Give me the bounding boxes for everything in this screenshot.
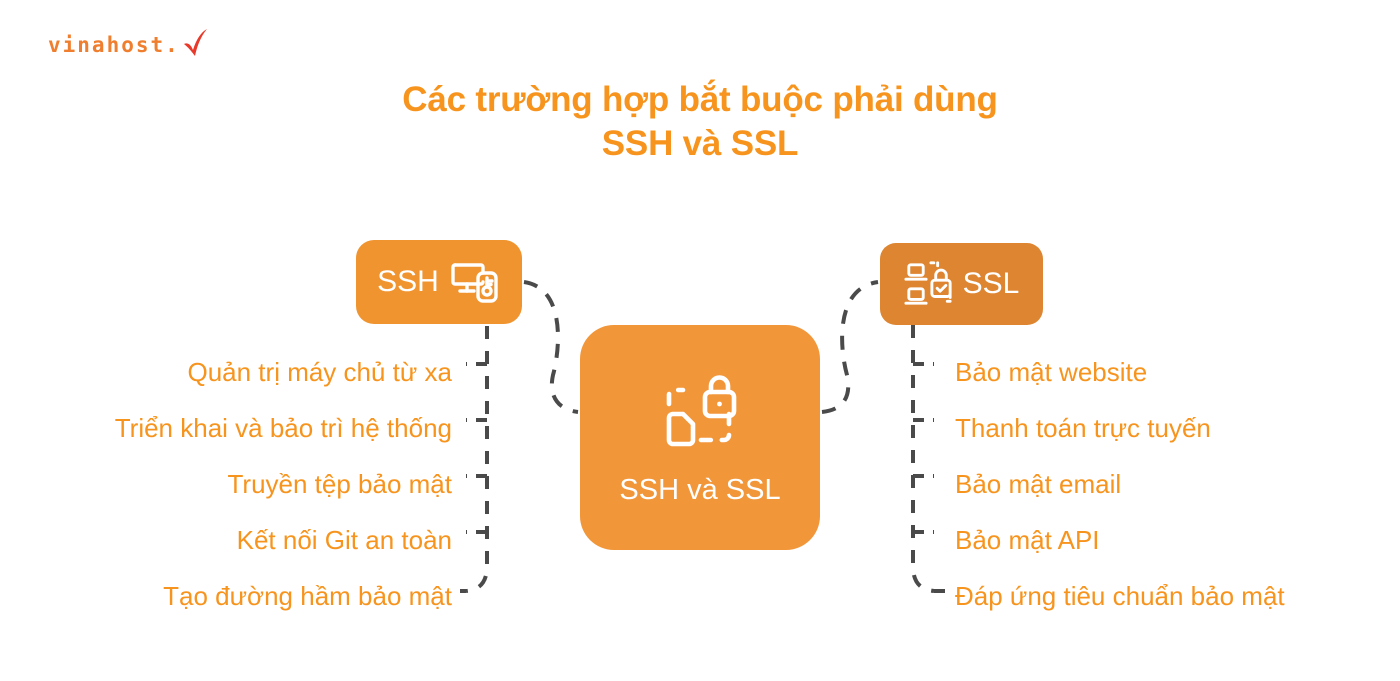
logo-wordmark: vinahost. xyxy=(48,33,180,57)
laptops-padlock-check-icon xyxy=(904,259,954,309)
list-item[interactable]: Thanh toán trực tuyến xyxy=(955,413,1211,443)
monitor-key-card-icon xyxy=(449,256,501,308)
connector-center-to-ssl xyxy=(821,280,879,414)
brand-logo: vinahost. xyxy=(48,26,210,56)
page-title-line-1: Các trường hợp bắt buộc phải dùng xyxy=(402,80,998,119)
list-item[interactable]: Quản trị máy chủ từ xa xyxy=(187,357,452,387)
list-item[interactable]: Kết nối Git an toàn xyxy=(236,525,452,555)
connector-ssh-to-center xyxy=(523,280,579,414)
list-item[interactable]: Bảo mật API xyxy=(955,525,1100,555)
check-mark-icon xyxy=(182,28,210,58)
document-lock-scan-icon xyxy=(655,370,745,460)
node-ssl-label: SSL xyxy=(962,267,1020,300)
leaf-list-ssl: Bảo mật website Thanh toán trực tuyến Bả… xyxy=(955,344,1385,624)
node-ssh[interactable]: SSH xyxy=(356,240,522,324)
leaf-list-ssh: Quản trị máy chủ từ xa Triển khai và bảo… xyxy=(0,344,452,624)
list-item[interactable]: Bảo mật website xyxy=(955,357,1148,387)
node-ssh-label: SSH xyxy=(377,265,439,298)
list-item[interactable]: Triển khai và bảo trì hệ thống xyxy=(114,413,452,443)
list-item[interactable]: Tạo đường hầm bảo mật xyxy=(163,581,452,611)
node-center[interactable]: SSH và SSL xyxy=(580,325,820,550)
node-center-label: SSH và SSL xyxy=(619,474,781,506)
page-title: Các trường hợp bắt buộc phải dùng SSH và… xyxy=(0,78,1400,167)
list-item[interactable]: Bảo mật email xyxy=(955,469,1122,499)
list-item[interactable]: Truyền tệp bảo mật xyxy=(227,469,453,499)
node-ssl[interactable]: SSL xyxy=(880,243,1043,325)
trunk-right xyxy=(911,325,935,593)
page-title-line-2: SSH và SSL xyxy=(601,124,799,164)
list-item[interactable]: Đáp ứng tiêu chuẩn bảo mật xyxy=(955,581,1285,611)
trunk-left xyxy=(465,326,489,593)
